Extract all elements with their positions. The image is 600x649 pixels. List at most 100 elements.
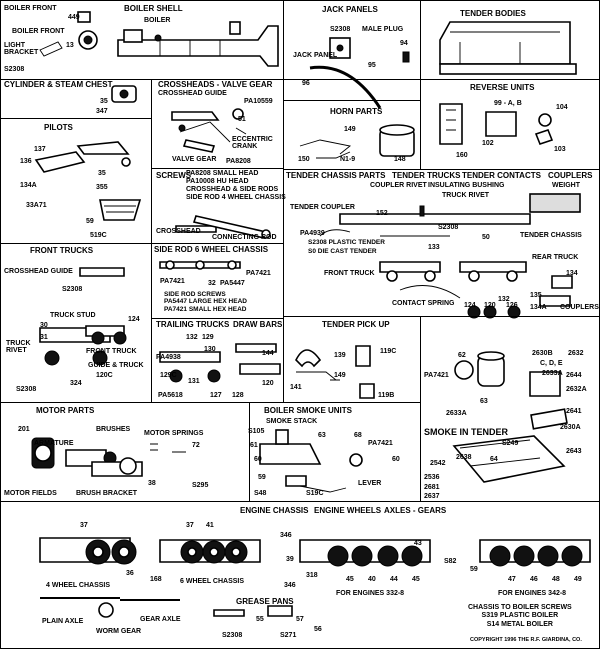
label-crosshead: CROSSHEAD: [156, 228, 201, 235]
label-insulating-bushing: INSULATING BUSHING: [428, 182, 505, 189]
label-s48: S48: [254, 490, 267, 497]
label-s2308-jack: S2308: [330, 26, 351, 33]
label-129: 129: [202, 334, 214, 341]
label-201: 201: [18, 426, 30, 433]
tender-body-drawing: [439, 21, 577, 75]
label-38: 38: [148, 480, 156, 487]
label-152: 152: [376, 210, 388, 217]
label-63: 63: [480, 398, 488, 405]
label-13: 13: [66, 42, 74, 49]
label-132-tt: 132: [186, 334, 198, 341]
label-120-db: 120: [262, 380, 274, 387]
label-39: 39: [286, 556, 294, 563]
label-136: 136: [20, 158, 32, 165]
label-2632a: 2632A: [566, 386, 587, 393]
side-rod-drawing: [159, 260, 241, 270]
label-37-6w: 37: [186, 522, 194, 529]
copyright-notice: COPYRIGHT 1996 THE R.F. GIARDINA, CO.: [470, 637, 582, 643]
label-truck-rivet: TRUCK RIVET: [442, 192, 490, 199]
label-couplers: COUPLERS: [560, 304, 599, 311]
label-120-tc: 120: [484, 302, 496, 309]
label-2630b: 2630B: [532, 350, 553, 357]
label-lever: LEVER: [358, 480, 382, 487]
label-2638: 2638: [456, 454, 472, 461]
boiler-front-drawing: [39, 11, 98, 57]
label-104: 104: [556, 104, 568, 111]
label-72: 72: [192, 442, 200, 449]
label-truck-stud: TRUCK STUD: [50, 312, 96, 319]
label-crosshead-guide-ft: CROSSHEAD GUIDE: [4, 268, 73, 275]
label-149-tp: 149: [334, 372, 346, 379]
label-s2308-tc: S2308: [438, 224, 459, 231]
label-2643: 2643: [566, 448, 582, 455]
smoke-in-tender-drawing: [452, 351, 568, 483]
label-pa4938: PA4938: [156, 354, 181, 361]
label-2644: 2644: [566, 372, 582, 379]
tender-chassis-drawing: [319, 193, 581, 319]
label-light-bracket: LIGHT BRACKET: [4, 42, 39, 56]
boiler-smoke-panel: [249, 402, 421, 502]
label-44: 44: [390, 576, 398, 583]
label-guide-truck: GUIDE & TRUCK: [88, 362, 144, 369]
heading-jack-panels: JACK PANELS: [322, 5, 378, 14]
label-63-bs: 63: [318, 432, 326, 439]
label-s271: S271: [280, 632, 297, 639]
label-128: 128: [232, 392, 244, 399]
label-132-tc: 132: [498, 296, 510, 303]
label-64: 64: [490, 456, 498, 463]
heading-screws: SCREWS: [156, 171, 192, 180]
heading-pilots: PILOTS: [44, 123, 73, 132]
label-47: 47: [508, 576, 516, 583]
label-weight: WEIGHT: [552, 182, 580, 189]
reverse-unit-drawing: [439, 103, 554, 145]
label-46: 46: [530, 576, 538, 583]
label-51: 51: [238, 116, 246, 123]
label-346: 346: [280, 532, 292, 539]
heading-cylinder: CYLINDER & STEAM CHEST: [4, 80, 113, 89]
label-149-horn: 149: [344, 126, 356, 133]
label-127: 127: [210, 392, 222, 399]
label-130: 130: [204, 346, 216, 353]
label-95: 95: [368, 62, 376, 69]
label-worm-gear: WORM GEAR: [96, 628, 142, 635]
label-motor-springs: MOTOR SPRINGS: [144, 430, 204, 437]
engine-chassis-drawing: [39, 537, 591, 567]
label-for-332: FOR ENGINES 332-8: [336, 590, 405, 597]
trailing-truck-drawing: [159, 343, 281, 383]
label-139: 139: [334, 352, 346, 359]
label-346-b: 346: [284, 582, 296, 589]
label-133: 133: [428, 244, 440, 251]
label-59: 59: [86, 218, 94, 225]
label-56: 56: [314, 626, 322, 633]
label-124-tc: 124: [464, 302, 476, 309]
heading-tender-pick-up: TENDER PICK UP: [322, 320, 390, 329]
label-144: 144: [262, 350, 274, 357]
label-2542: 2542: [430, 460, 446, 467]
label-134a: 134A: [20, 182, 37, 189]
label-45-b: 45: [412, 576, 420, 583]
label-102: 102: [482, 140, 494, 147]
label-134a-tc: 134A: [530, 304, 547, 311]
label-68: 68: [354, 432, 362, 439]
cylinder-drawing: [111, 85, 137, 103]
label-brushes: BRUSHES: [96, 426, 131, 433]
label-coupler-rivet: COUPLER RIVET: [370, 182, 427, 189]
label-94: 94: [400, 40, 408, 47]
label-s105: S105: [248, 428, 265, 435]
front-trucks-panel: [0, 243, 152, 403]
pilots-panel: [0, 118, 152, 244]
label-37-4w: 37: [80, 522, 88, 529]
motor-parts-drawing: [31, 437, 186, 477]
label-60: 60: [254, 456, 262, 463]
heading-grease-pans: GREASE PANS: [236, 597, 294, 606]
heading-smoke-in-tender: SMOKE IN TENDER: [424, 427, 509, 437]
heading-engine-chassis: ENGINE CHASSIS: [240, 506, 309, 515]
label-pa7421-sr2: PA7421: [246, 270, 271, 277]
label-150: 150: [298, 156, 310, 163]
heading-tender-chassis-parts: TENDER CHASSIS PARTS: [286, 171, 386, 180]
label-31: 31: [40, 334, 48, 341]
label-57: 57: [296, 616, 304, 623]
label-pa5618: PA5618: [158, 392, 183, 399]
label-s19c: S19C: [306, 490, 324, 497]
